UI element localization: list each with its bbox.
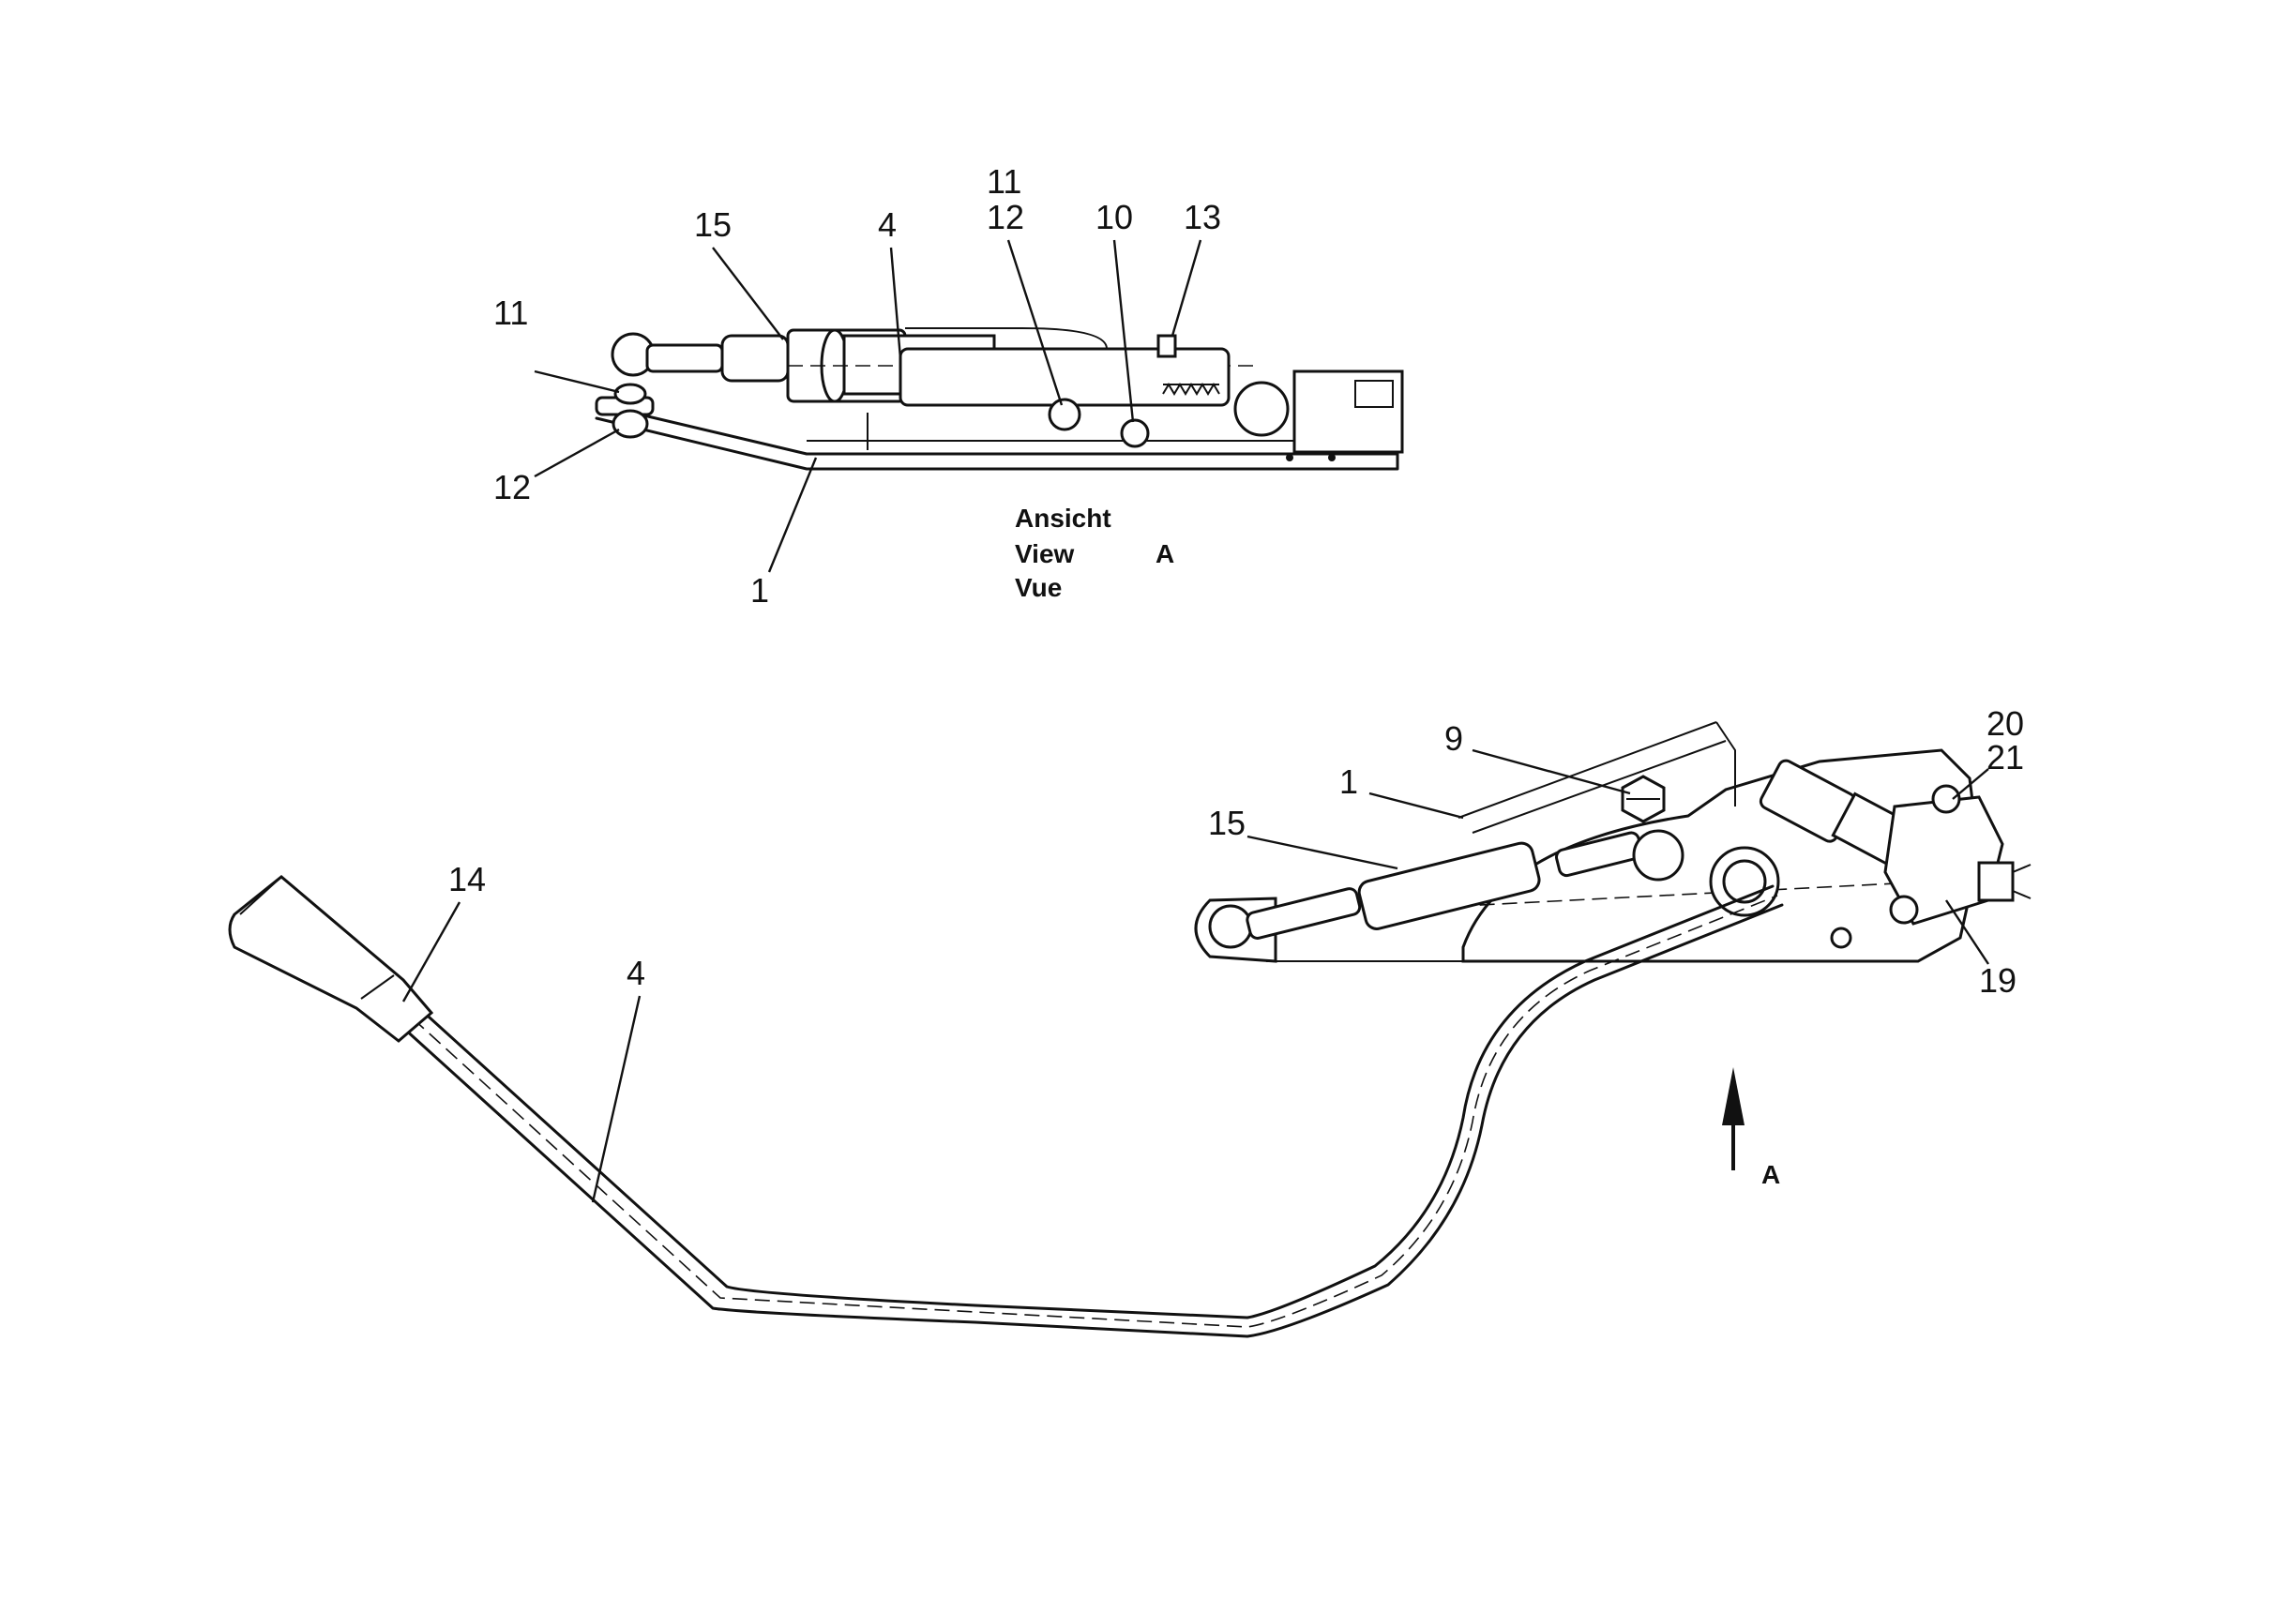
callout-15-top: 15 — [694, 205, 732, 244]
callout-11-top-right: 11 — [987, 162, 1021, 201]
spring-body-15-top — [720, 334, 790, 383]
callout-9-main: 9 — [1444, 719, 1463, 758]
lever-4-outline-upper — [401, 903, 1784, 1338]
callout-12-top-left: 12 — [493, 468, 531, 506]
screw-21-main — [1889, 895, 1919, 925]
bolt-12-top — [1048, 398, 1081, 431]
callout-1-main: 1 — [1339, 762, 1358, 801]
caption-vue: Vue — [1015, 573, 1062, 602]
callout-15-main: 15 — [1208, 804, 1246, 842]
switch-round-top — [1233, 381, 1290, 437]
callout-10-top: 10 — [1095, 198, 1133, 236]
arrow-up-icon — [1722, 1067, 1745, 1125]
callout-11-top-left: 11 — [493, 294, 528, 332]
spring-body-15-main — [1357, 841, 1541, 930]
housing-top — [899, 347, 1231, 407]
callout-14-main: 14 — [448, 860, 486, 898]
caption-view: View — [1015, 539, 1075, 568]
washer-11-top — [613, 383, 647, 405]
eyelet-hole — [1208, 904, 1253, 949]
callout-21-main: 21 — [1986, 738, 2024, 776]
view-arrow-a: A — [1722, 1067, 1780, 1189]
callout-1-top: 1 — [750, 571, 769, 610]
view-caption: Ansicht View Vue A — [1015, 504, 1174, 602]
top-view-assembly — [595, 327, 1404, 471]
spring-rod-main — [1246, 887, 1362, 940]
callout-19-main: 19 — [1979, 961, 2017, 1000]
bracket-plate-top — [595, 403, 1399, 471]
ball-joint-main — [1632, 829, 1684, 882]
screw-13-top — [1156, 334, 1177, 358]
bolt-10-top — [1120, 418, 1150, 448]
callout-13-top: 13 — [1184, 198, 1221, 236]
screw-20-main — [1931, 784, 1961, 814]
arrow-label-a: A — [1761, 1160, 1780, 1189]
spring-rod-top — [645, 343, 724, 373]
grip-14-main — [228, 875, 434, 1043]
nut-12-top — [612, 409, 649, 439]
callout-4-top: 4 — [878, 205, 897, 244]
callout-12-top-right: 12 — [987, 198, 1024, 236]
main-assembly — [228, 721, 2032, 1338]
caption-letter-a: A — [1156, 539, 1174, 568]
terminal-main — [1977, 861, 2015, 902]
lever-4-outline-lower — [418, 884, 1775, 1319]
small-screw-main — [1830, 927, 1852, 949]
caption-ansicht: Ansicht — [1015, 504, 1111, 533]
callout-20-main: 20 — [1986, 704, 2024, 743]
callout-4-main: 4 — [627, 954, 645, 992]
switch-block-top — [1292, 369, 1404, 454]
